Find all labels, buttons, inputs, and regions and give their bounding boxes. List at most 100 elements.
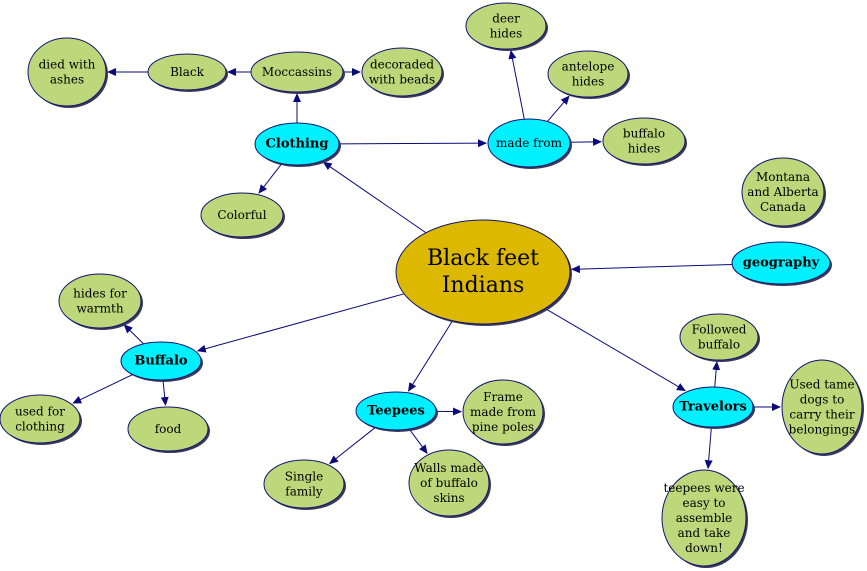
node-label-line: warmth [76,302,123,316]
node-label-line: died with [39,58,96,72]
node-ellipse [602,117,686,165]
node-black: Black [147,53,228,92]
node-ellipse [741,157,825,227]
node-label-line: ashes [50,73,84,87]
node-ellipse [731,241,831,285]
node-label-line: family [285,485,323,499]
node-ellipse [408,449,490,517]
node-label-line: belongings [789,423,856,437]
node-label-line: Moccassins [262,65,332,79]
edge-geography-to-center [570,263,733,274]
node-label-line: Travelors [679,400,747,415]
node-label-line: Buffalo [134,354,187,369]
node-label-line: Black [170,65,205,79]
node-ellipse [0,394,81,444]
node-colorful: Colorful [200,192,285,239]
node-label-line: skins [433,491,464,505]
node-ellipse [487,118,571,168]
node-ellipse [58,273,142,329]
node-label-line: food [155,422,182,436]
edge-made_from-to-buffalo_hides [569,137,603,146]
node-label-line: teepees were [663,481,744,495]
node-label-line: deer [492,12,520,26]
node-travelors: Travelors [672,386,755,429]
edge-teepees-to-walls [408,428,428,454]
node-label-line: Teepees [367,404,425,419]
edge-center-to-clothing [322,161,427,234]
node-ellipse [395,219,571,325]
edges [72,49,781,470]
node-label-line: used for [15,405,65,419]
node-ellipse [679,313,759,361]
edge-teepees-to-single_family [329,426,376,465]
node-ellipse [465,2,547,50]
node-label-line: buffalo [698,338,740,352]
node-label-line: Clothing [266,137,329,152]
node-label-line: geography [743,256,820,271]
node-label-line: clothing [15,420,65,434]
node-geography: geography [731,241,832,286]
node-label-line: Used tame [789,378,854,392]
node-label-line: Black feet [427,246,539,271]
node-clothing: Clothing [254,122,341,167]
node-label-line: Indians [442,273,525,298]
edge-buffalo-to-food [160,379,169,407]
edge-made_from-to-deer_hides [508,49,525,120]
node-label-line: Canada [760,200,806,214]
edge-center-to-teepees [408,320,453,392]
node-ellipse [547,50,629,98]
node-label-line: Frame [483,390,523,404]
node-ellipse [120,341,202,381]
node-label-line: made from [496,136,563,150]
node-label-line: dogs to [800,393,845,407]
edge-center-to-buffalo [196,293,405,353]
node-food: food [127,406,210,453]
edge-center-to-travelors [544,308,686,392]
node-label-line: hides [572,75,605,89]
node-ellipse [27,37,107,107]
node-label-line: hides for [73,287,127,301]
node-label-line: Montana [756,170,810,184]
edge-made_from-to-antelope_hides [546,95,570,122]
node-label-line: with beads [369,73,435,87]
node-moccassins: Moccassins [250,51,345,94]
node-ellipse [355,391,437,431]
node-label-line: Single [285,470,323,484]
node-ellipse [361,47,443,97]
node-teepees: Teepees [355,391,438,432]
node-ellipse [661,469,747,567]
edge-travelors-to-teepees_easy [704,426,713,470]
node-label-line: made from [470,405,537,419]
edge-buffalo-to-used_clothing [72,374,134,404]
node-label-line: and take [678,526,731,540]
node-label-line: easy to [682,496,725,510]
node-label-line: hides [490,27,523,41]
node-buffalo: Buffalo [120,341,203,382]
node-ellipse [672,386,754,428]
node-made_from: made from [487,118,572,169]
edge-clothing-to-made_from [338,139,488,148]
node-label-line: down! [685,541,723,555]
node-ellipse [250,51,344,93]
node-label-line: carry their [789,408,854,422]
node-label-line: buffalo [623,127,665,141]
node-label-line: antelope [562,60,615,74]
node-ellipse [127,406,209,452]
edge-buffalo-to-hides_warmth [123,324,144,345]
node-label-line: Followed [692,323,747,337]
